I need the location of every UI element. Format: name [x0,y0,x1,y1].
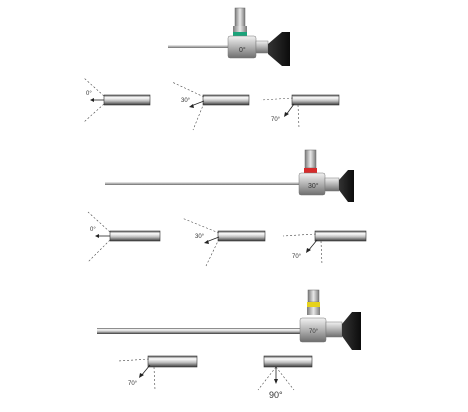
tip-70-degree-row3: 70° [117,355,198,391]
view-line [87,239,111,263]
tip-angle-label: 0° [86,91,92,97]
view-line [153,366,156,391]
tip-angle-label: 30° [181,98,191,104]
tip-70-degree-row2: 70° [282,230,367,266]
scope-shaft [97,328,302,334]
eyecup [268,32,290,66]
endoscope-0-degree: 0° [168,7,290,66]
arrow-head [90,98,94,102]
arrow-head [95,234,99,238]
view-line [320,240,323,266]
view-line [87,211,111,233]
scope-ocular-neck [324,177,340,192]
tip-angle-label: 70° [271,117,281,123]
color-band-yellow [307,302,320,307]
light-post [234,7,246,29]
tip-tube [147,355,198,368]
scope-angle-label: 70° [309,329,319,335]
color-band-red [304,168,317,173]
arrow-head [204,240,209,244]
view-line [297,104,300,129]
tip-tube [291,94,340,106]
view-line [275,366,295,391]
endoscope-70-degree: 70° [97,289,361,350]
tip-angle-label: 0° [90,227,96,233]
scope-angle-label: 30° [308,182,319,190]
scope-ocular-neck [255,40,269,54]
arrow-head [284,112,289,117]
color-band-green [233,32,247,36]
tip-90-degree-row3: 90° [257,355,313,400]
scope-ocular-neck [325,321,343,338]
view-line [257,366,277,391]
view-arrow [307,239,318,252]
tip-0-degree-row2: 0° [87,211,161,263]
tip-tube [109,230,161,242]
arrow-head [306,248,311,253]
tip-angle-label: 70° [292,254,302,260]
arrow-head [139,373,144,378]
tip-tube [202,94,250,106]
tip-tube [217,230,266,242]
tip-angle-label: 90° [269,390,283,400]
scope-angle-label: 0° [239,46,246,54]
endoscope-30-degree: 30° [105,149,354,202]
view-line [282,233,317,237]
view-line [205,238,220,267]
tip-30-degree-row1: 30° [171,81,250,131]
tip-angle-label: 30° [195,234,205,240]
view-arrow [285,103,295,116]
scope-shaft [168,45,238,48]
view-line [83,77,105,97]
arrow-head [189,104,194,108]
light-post [307,289,320,303]
view-line [83,103,105,123]
tip-0-degree-row1: 0° [83,77,151,123]
view-line [171,81,205,98]
tip-angle-label: 70° [128,381,138,387]
view-line [260,97,294,101]
tip-tube [103,94,151,106]
view-arrow [140,364,151,377]
tip-30-degree-row2: 30° [181,217,266,267]
view-line [117,358,150,362]
light-post-ring [233,26,247,32]
eyecup [339,170,354,202]
eyecup [342,312,361,350]
view-line [192,102,205,131]
light-post [304,149,317,169]
scope-shaft [105,182,305,185]
view-line [181,217,220,234]
arrow-head [274,379,278,384]
light-post-ring [307,307,320,315]
tip-70-degree-row1: 70° [260,94,340,129]
tip-tube [314,230,367,242]
tip-tube [263,355,313,368]
